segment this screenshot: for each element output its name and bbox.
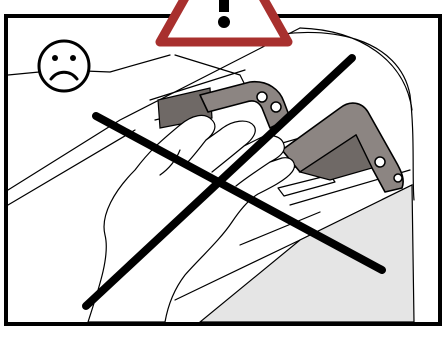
sad-face-icon	[39, 41, 89, 91]
warning-triangle-icon	[160, 0, 288, 42]
